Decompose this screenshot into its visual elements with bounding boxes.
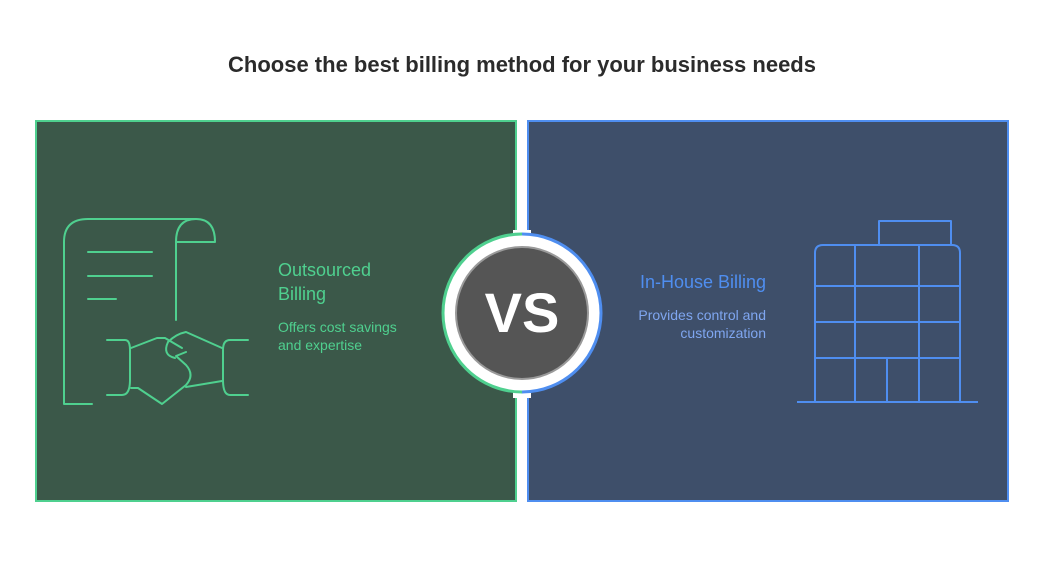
page-title: Choose the best billing method for your … bbox=[228, 52, 816, 77]
in-house-billing-panel bbox=[527, 120, 1009, 502]
outsourced-billing-description: Offers cost savings and expertise bbox=[278, 319, 397, 353]
handshake-icon bbox=[106, 331, 249, 405]
office-building-icon bbox=[797, 220, 978, 403]
vs-label: VS bbox=[484, 281, 560, 344]
outsourced-billing-heading: Outsourced Billing bbox=[278, 260, 372, 304]
in-house-billing-heading: In-House Billing bbox=[639, 272, 766, 292]
in-house-billing-description: Provides control and customization bbox=[638, 307, 766, 341]
vs-badge bbox=[441, 230, 603, 398]
scroll-document-icon bbox=[63, 218, 216, 405]
outsourced-billing-panel bbox=[35, 120, 517, 502]
